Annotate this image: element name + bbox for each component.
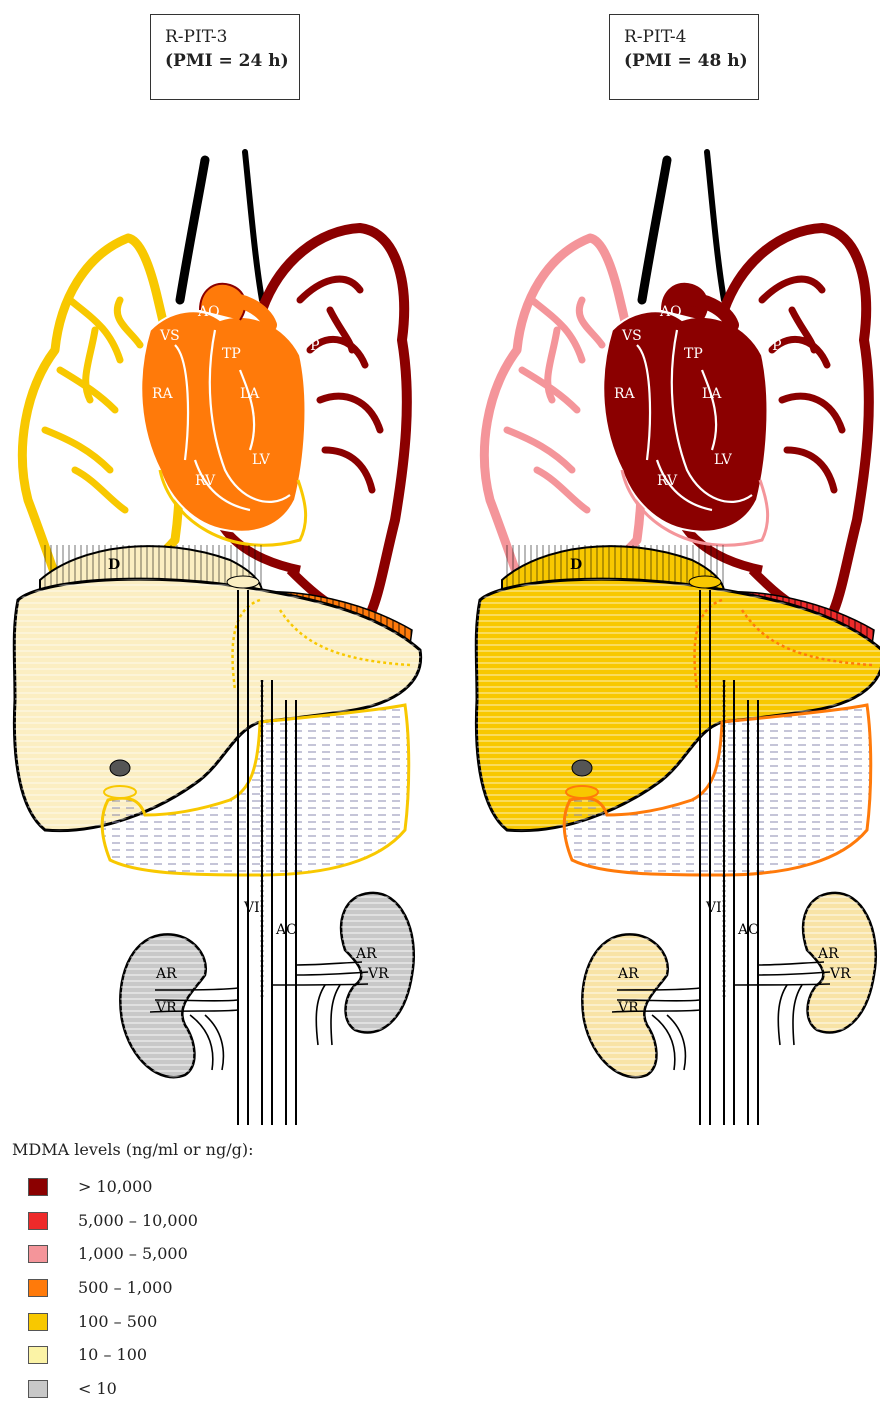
legend-label: 5,000 – 10,000 bbox=[78, 1210, 198, 1232]
legend-label: 100 – 500 bbox=[78, 1311, 157, 1333]
legend-swatch bbox=[28, 1212, 48, 1230]
legend-title: MDMA levels (ng/ml or ng/g): bbox=[12, 1140, 253, 1159]
legend-swatch bbox=[28, 1279, 48, 1297]
legend-item: 100 – 500 bbox=[28, 1311, 198, 1345]
anatomy-r-pit-3 bbox=[14, 152, 420, 1125]
legend-swatch bbox=[28, 1245, 48, 1263]
legend-item: 10 – 100 bbox=[28, 1344, 198, 1378]
legend: > 10,000 5,000 – 10,000 1,000 – 5,000 50… bbox=[28, 1176, 198, 1412]
legend-label: > 10,000 bbox=[78, 1176, 152, 1198]
legend-label: 1,000 – 5,000 bbox=[78, 1243, 188, 1265]
legend-swatch bbox=[28, 1178, 48, 1196]
legend-label: < 10 bbox=[78, 1378, 117, 1400]
legend-item: < 10 bbox=[28, 1378, 198, 1412]
legend-item: 1,000 – 5,000 bbox=[28, 1243, 198, 1277]
anatomy-diagram: AO VS TP VP RA LA VI RV LV D bbox=[0, 0, 880, 1130]
legend-item: 500 – 1,000 bbox=[28, 1277, 198, 1311]
legend-swatch bbox=[28, 1380, 48, 1398]
legend-item: 5,000 – 10,000 bbox=[28, 1210, 198, 1244]
legend-label: 500 – 1,000 bbox=[78, 1277, 173, 1299]
legend-swatch bbox=[28, 1346, 48, 1364]
legend-label: 10 – 100 bbox=[78, 1344, 147, 1366]
legend-item: > 10,000 bbox=[28, 1176, 198, 1210]
legend-swatch bbox=[28, 1313, 48, 1331]
anatomy-r-pit-4 bbox=[476, 152, 880, 1125]
